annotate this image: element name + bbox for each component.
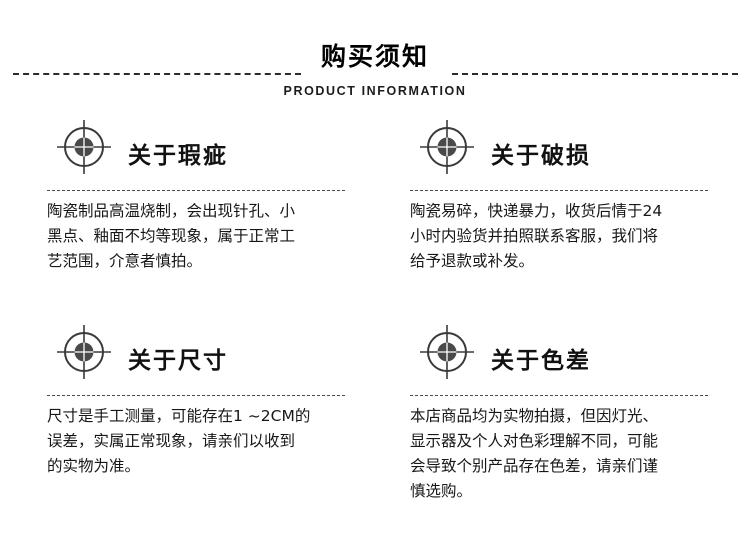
body-line: 陶瓷易碎，快递暴力，收货后情于24 (410, 202, 663, 220)
crosshair-target-icon (420, 120, 474, 174)
info-card-title: 关于瑕疵 (128, 143, 228, 169)
info-card-color-difference: 关于色差 本店商品均为实物拍摄，但因灯光、 显示器及个人对色彩理解不同，可能 会… (410, 323, 730, 504)
body-line: 本店商品均为实物拍摄，但因灯光、 (410, 407, 659, 425)
page-title: 购买须知 (320, 42, 429, 71)
info-card-flaws: 关于瑕疵 陶瓷制品高温烧制，会出现针孔、小 黑点、釉面不均等现象，属于正常工 艺… (47, 118, 367, 274)
body-line: 的实物为准。 (47, 457, 141, 475)
info-card-body: 陶瓷易碎，快递暴力，收货后情于24 小时内验货并拍照联系客服，我们将 给予退款或… (410, 199, 710, 274)
info-card-header: 关于尺寸 (47, 323, 367, 385)
info-grid: 关于瑕疵 陶瓷制品高温烧制，会出现针孔、小 黑点、釉面不均等现象，属于正常工 艺… (0, 118, 750, 518)
body-line: 黑点、釉面不均等现象，属于正常工 (47, 227, 296, 245)
info-card-divider (47, 395, 345, 396)
info-card-header: 关于色差 (410, 323, 730, 385)
body-line: 陶瓷制品高温烧制，会出现针孔、小 (47, 202, 296, 220)
info-card-size: 关于尺寸 尺寸是手工测量，可能存在1 ~2CM的 误差，实属正常现象，请亲们以收… (47, 323, 367, 479)
info-card-title: 关于破损 (491, 143, 591, 169)
info-card-divider (47, 190, 345, 191)
body-line: 显示器及个人对色彩理解不同，可能 (410, 432, 659, 450)
header-divider-left (13, 73, 301, 75)
body-line: 尺寸是手工测量，可能存在1 ~2CM的 (47, 407, 311, 425)
body-line: 会导致个别产品存在色差，请亲们谨 (410, 457, 659, 475)
page-header: 购买须知 PRODUCT INFORMATION (0, 0, 750, 112)
page-subtitle: PRODUCT INFORMATION (283, 84, 467, 98)
body-line: 慎选购。 (410, 482, 473, 500)
info-card-title: 关于色差 (491, 348, 591, 374)
body-line: 误差，实属正常现象，请亲们以收到 (47, 432, 296, 450)
info-card-title: 关于尺寸 (128, 348, 228, 374)
header-divider-right (452, 73, 738, 75)
info-card-body: 陶瓷制品高温烧制，会出现针孔、小 黑点、釉面不均等现象，属于正常工 艺范围，介意… (47, 199, 347, 274)
body-line: 小时内验货并拍照联系客服，我们将 (410, 227, 659, 245)
info-card-header: 关于瑕疵 (47, 118, 367, 180)
info-card-body: 尺寸是手工测量，可能存在1 ~2CM的 误差，实属正常现象，请亲们以收到 的实物… (47, 404, 347, 479)
info-card-body: 本店商品均为实物拍摄，但因灯光、 显示器及个人对色彩理解不同，可能 会导致个别产… (410, 404, 710, 504)
info-card-header: 关于破损 (410, 118, 730, 180)
body-line: 给予退款或补发。 (410, 252, 535, 270)
body-line: 艺范围，介意者慎拍。 (47, 252, 203, 270)
crosshair-target-icon (57, 120, 111, 174)
info-card-damage: 关于破损 陶瓷易碎，快递暴力，收货后情于24 小时内验货并拍照联系客服，我们将 … (410, 118, 730, 274)
info-card-divider (410, 395, 708, 396)
info-card-divider (410, 190, 708, 191)
crosshair-target-icon (57, 325, 111, 379)
crosshair-target-icon (420, 325, 474, 379)
